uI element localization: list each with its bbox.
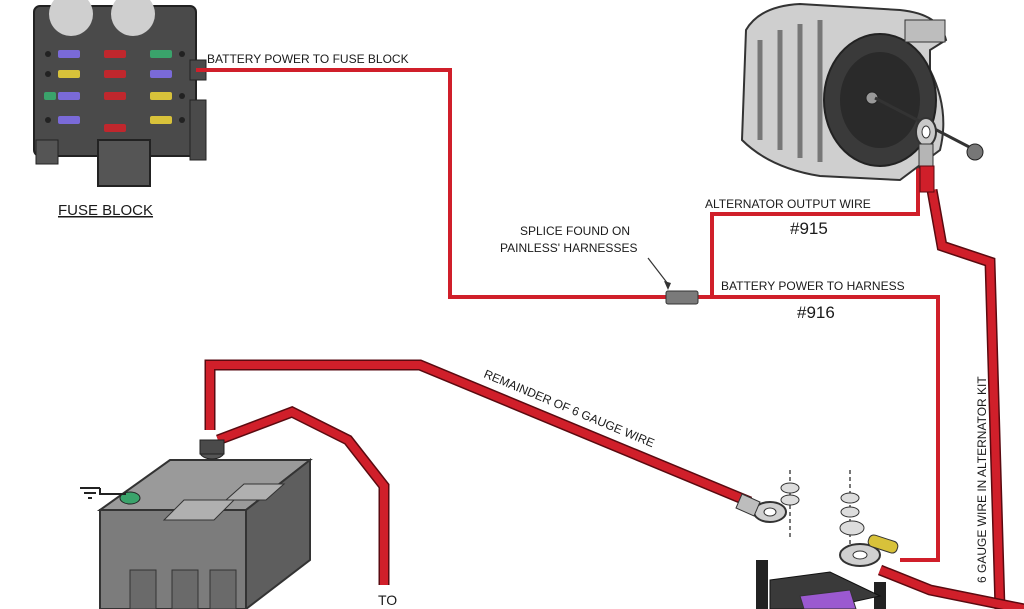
splice-label-line2: PAINLESS' HARNESSES [500, 241, 637, 255]
alternator-output-label: ALTERNATOR OUTPUT WIRE [705, 197, 871, 211]
wire-915-label: #915 [790, 219, 828, 238]
alternator-icon [740, 2, 984, 193]
splice-label-line1: SPLICE FOUND ON [520, 224, 630, 238]
starter-solenoid-icon [735, 470, 899, 609]
battery-icon [96, 439, 313, 609]
battery-to-harness-label: BATTERY POWER TO HARNESS [721, 279, 905, 293]
wire-916-label: #916 [797, 303, 835, 322]
fuse-block-wire [196, 68, 668, 299]
harness-power-wire [698, 295, 940, 562]
ground-icon [80, 487, 126, 499]
splice-icon [665, 290, 699, 305]
remainder-6-gauge-label: REMAINDER OF 6 GAUGE WIRE [482, 367, 657, 450]
fuse-block-icon [33, 0, 207, 187]
fuse-block-label: FUSE BLOCK [58, 202, 153, 219]
six-gauge-alt-kit-label: 6 GAUGE WIRE IN ALTERNATOR KIT [975, 376, 989, 583]
to-label: TO [378, 592, 397, 608]
battery-to-fuse-label: BATTERY POWER TO FUSE BLOCK [207, 52, 409, 66]
wires [196, 68, 1024, 609]
